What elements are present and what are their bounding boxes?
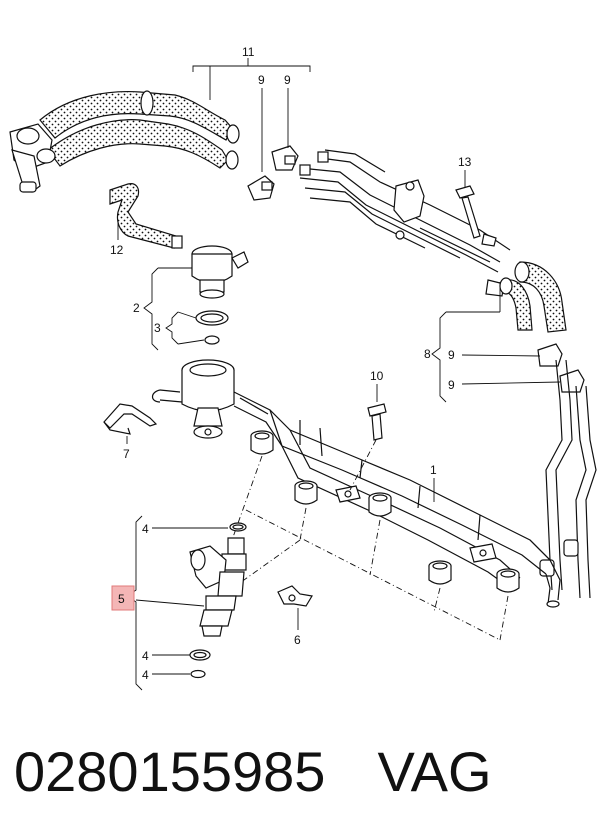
- fuel-hose-right: [499, 261, 567, 333]
- rail-cup-3: [368, 492, 392, 517]
- callout-2: 2: [133, 301, 140, 315]
- breather-hose-assembly: [9, 90, 240, 193]
- assembly-centerlines: [229, 455, 509, 641]
- callout-2-3-brackets: [143, 267, 205, 351]
- callout-7: 7: [123, 447, 130, 461]
- callout-9-right-upper: 9: [448, 348, 455, 362]
- rail-cup-5: [496, 568, 520, 593]
- callout-11-bracket: [192, 58, 311, 172]
- rail-cup-2: [294, 480, 318, 505]
- callout-9-top-left: 9: [258, 73, 265, 87]
- fuel-pressure-regulator: [191, 245, 249, 299]
- part-number: 0280155985: [14, 740, 326, 803]
- retaining-clip-6: [277, 585, 313, 630]
- brand-name: VAG: [377, 740, 492, 803]
- callout-9-top-right: 9: [284, 73, 291, 87]
- callout-1: 1: [430, 463, 437, 477]
- highlight-box-5: [111, 585, 135, 611]
- bolt-10: [349, 384, 387, 491]
- callout-8-bracket: [431, 282, 561, 403]
- o-ring-3: [195, 310, 229, 345]
- callout-4-upper: 4: [142, 522, 149, 536]
- callout-13: 13: [458, 155, 472, 169]
- caption: 0280155985 VAG: [14, 732, 594, 822]
- injector-callout-bracket: [127, 515, 228, 691]
- callout-12: 12: [110, 243, 124, 257]
- callout-4-middle: 4: [142, 649, 149, 663]
- callout-8: 8: [424, 347, 431, 361]
- fuel-rail-parts-diagram: 11 9 9 13: [9, 45, 597, 691]
- rail-cup-1: [250, 430, 274, 455]
- hose-12: [109, 183, 183, 249]
- hose-clip-top: [247, 145, 299, 201]
- callout-3: 3: [154, 321, 161, 335]
- callout-10: 10: [370, 369, 384, 383]
- callout-5: 5: [118, 592, 125, 606]
- fuel-rail: [151, 359, 561, 608]
- fuel-injector: [189, 522, 247, 679]
- callout-11: 11: [242, 45, 255, 59]
- callout-4-lower: 4: [142, 668, 149, 682]
- retaining-clip-7: [103, 403, 158, 444]
- upper-fuel-lines: [299, 149, 511, 297]
- return-lines: [539, 359, 597, 599]
- rail-cup-4: [428, 560, 452, 585]
- callout-9-right-lower: 9: [448, 378, 455, 392]
- callout-6: 6: [294, 633, 301, 647]
- bolt-13: [455, 170, 481, 239]
- hose-clip-right: [537, 343, 585, 393]
